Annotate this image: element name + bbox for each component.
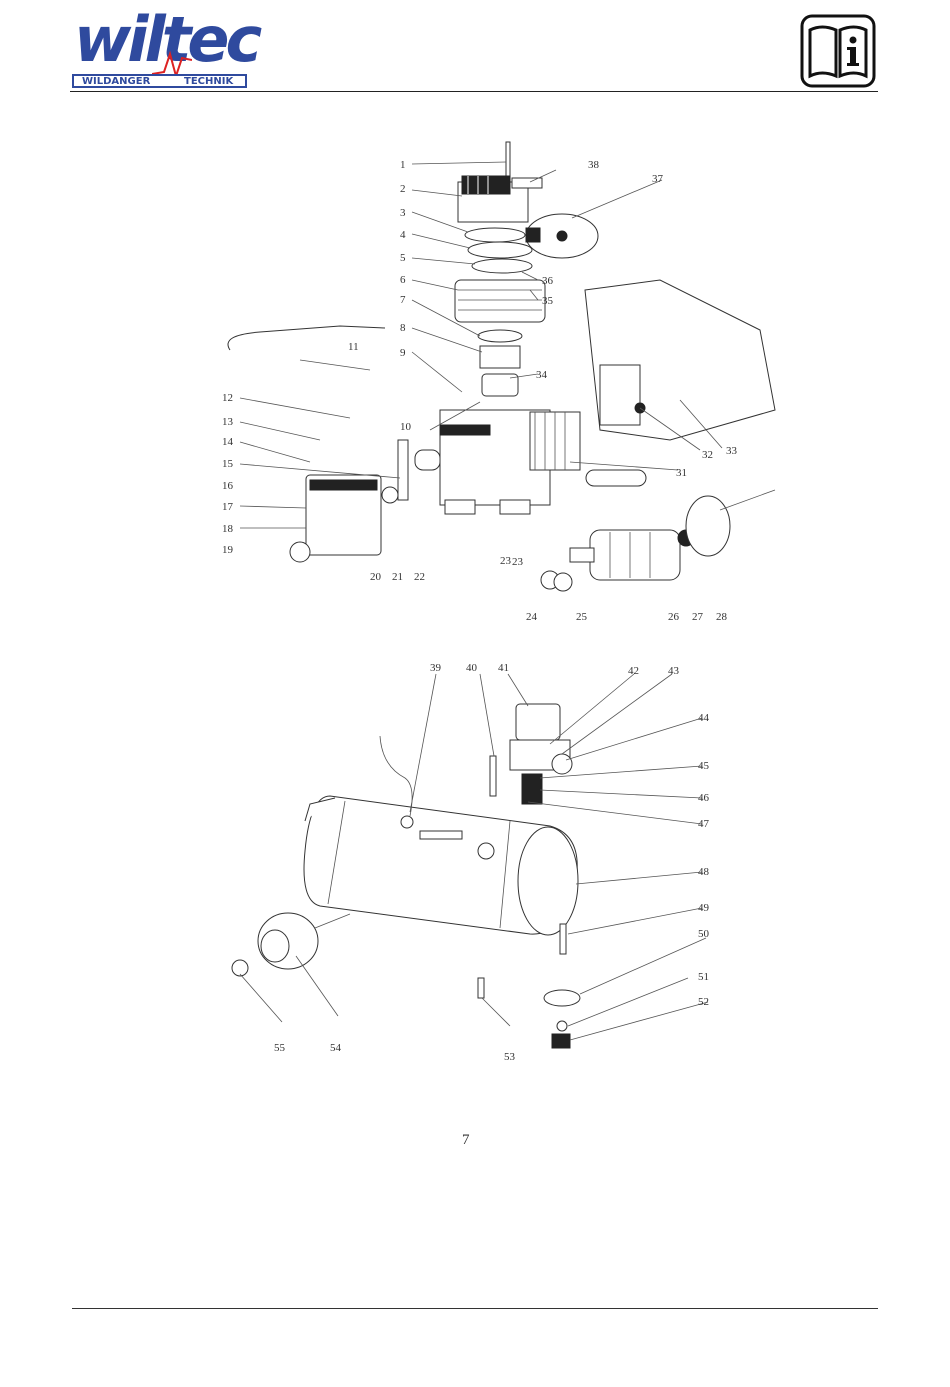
- svg-text:23: 23: [500, 555, 512, 567]
- svg-text:14: 14: [222, 436, 234, 448]
- part-valve-plate: [468, 242, 532, 258]
- footer-rule: [72, 1308, 878, 1309]
- part-fitting: [512, 178, 542, 188]
- part-washer: [382, 487, 398, 503]
- logo-subtitle-bar: WILDANGER TECHNIK: [72, 74, 247, 88]
- svg-text:33: 33: [726, 445, 738, 457]
- svg-text:8: 8: [400, 322, 406, 334]
- svg-text:19: 19: [222, 544, 234, 556]
- svg-text:40: 40: [466, 662, 478, 674]
- svg-text:24: 24: [526, 611, 538, 623]
- part-fan-cover: [585, 280, 775, 440]
- part-capacitor: [586, 470, 646, 486]
- part-cylinder: [455, 280, 545, 322]
- svg-text:50: 50: [698, 928, 710, 940]
- svg-text:3: 3: [400, 207, 406, 219]
- part-motor-rotor: [570, 530, 680, 580]
- svg-text:9: 9: [400, 347, 406, 359]
- svg-text:5: 5: [400, 252, 406, 264]
- part-wheel: [232, 913, 350, 976]
- part-bracket: [420, 831, 462, 839]
- svg-text:6: 6: [400, 274, 406, 286]
- page-header: wiltec WILDANGER TECHNIK: [70, 0, 878, 92]
- part-pressure-switch: [516, 704, 560, 740]
- svg-text:45: 45: [698, 760, 710, 772]
- part-gasket: [465, 228, 525, 242]
- svg-text:36: 36: [542, 275, 554, 287]
- svg-text:47: 47: [698, 818, 710, 830]
- svg-text:22: 22: [414, 571, 425, 583]
- part-quick-coupler: [478, 843, 494, 859]
- part-cap: [290, 542, 310, 562]
- svg-text:48: 48: [698, 866, 710, 878]
- svg-text:43: 43: [668, 665, 680, 677]
- svg-text:31: 31: [676, 467, 687, 479]
- svg-text:1: 1: [400, 159, 406, 171]
- svg-text:26: 26: [668, 611, 680, 623]
- part-washer: [557, 1021, 567, 1031]
- svg-text:23: 23: [512, 556, 524, 568]
- svg-text:55: 55: [274, 1042, 286, 1054]
- svg-text:20: 20: [370, 571, 382, 583]
- header-rule: [70, 91, 878, 92]
- air-tank-exploded-view: 39 40 41 42 43 44 45 46 47 48 49 50 51 5…: [210, 656, 750, 1076]
- logo-right-text: TECHNIK: [184, 76, 233, 87]
- wiltec-logo: wiltec WILDANGER TECHNIK: [72, 8, 247, 88]
- part-piston-ring: [478, 330, 522, 342]
- part-rod: [398, 440, 408, 500]
- svg-text:34: 34: [536, 369, 548, 381]
- svg-text:16: 16: [222, 480, 234, 492]
- book-info-icon: [800, 14, 876, 88]
- svg-text:18: 18: [222, 523, 234, 535]
- part-fan-washer: [554, 573, 572, 591]
- svg-text:35: 35: [542, 295, 554, 307]
- part-piston: [480, 346, 520, 368]
- svg-text:49: 49: [698, 902, 710, 914]
- svg-text:51: 51: [698, 971, 709, 983]
- svg-text:32: 32: [702, 449, 713, 461]
- part-foot-bolt: [560, 924, 566, 954]
- svg-text:11: 11: [348, 341, 359, 353]
- part-end-shield: [686, 496, 730, 556]
- svg-text:38: 38: [588, 159, 600, 171]
- svg-text:37: 37: [652, 173, 664, 185]
- svg-text:2: 2: [400, 183, 406, 195]
- part-air-filter: [526, 214, 598, 258]
- part-gasket-2: [472, 259, 532, 273]
- svg-text:21: 21: [392, 571, 403, 583]
- svg-text:13: 13: [222, 416, 234, 428]
- part-rubber-foot: [544, 990, 580, 1006]
- part-air-tank: [304, 796, 578, 935]
- svg-text:54: 54: [330, 1042, 342, 1054]
- svg-text:27: 27: [692, 611, 704, 623]
- svg-text:42: 42: [628, 665, 639, 677]
- part-handle: [228, 326, 385, 350]
- page-number: 7: [462, 1132, 470, 1149]
- part-drain-valve: [478, 978, 484, 998]
- part-bearing: [415, 450, 440, 470]
- part-fittings: [522, 774, 542, 804]
- compressor-pump-exploded-view: 1 2 3 4 5 6 7 8 9 10 11 12 13 14 15 16 1…: [200, 140, 800, 640]
- part-rear-cover: [306, 475, 381, 555]
- svg-text:39: 39: [430, 662, 442, 674]
- svg-text:28: 28: [716, 611, 728, 623]
- svg-text:53: 53: [504, 1051, 516, 1063]
- svg-text:15: 15: [222, 458, 234, 470]
- svg-text:44: 44: [698, 712, 710, 724]
- svg-text:41: 41: [498, 662, 509, 674]
- svg-text:25: 25: [576, 611, 588, 623]
- svg-text:12: 12: [222, 392, 233, 404]
- part-nut: [552, 1034, 570, 1048]
- svg-text:7: 7: [400, 294, 406, 306]
- part-motor-stator: [530, 412, 580, 470]
- part-gauge: [552, 754, 572, 774]
- svg-text:17: 17: [222, 501, 234, 513]
- svg-text:46: 46: [698, 792, 710, 804]
- logo-left-text: WILDANGER: [82, 76, 150, 87]
- svg-text:4: 4: [400, 229, 406, 241]
- svg-text:52: 52: [698, 996, 709, 1008]
- svg-text:10: 10: [400, 421, 412, 433]
- part-relief-valve: [490, 756, 496, 796]
